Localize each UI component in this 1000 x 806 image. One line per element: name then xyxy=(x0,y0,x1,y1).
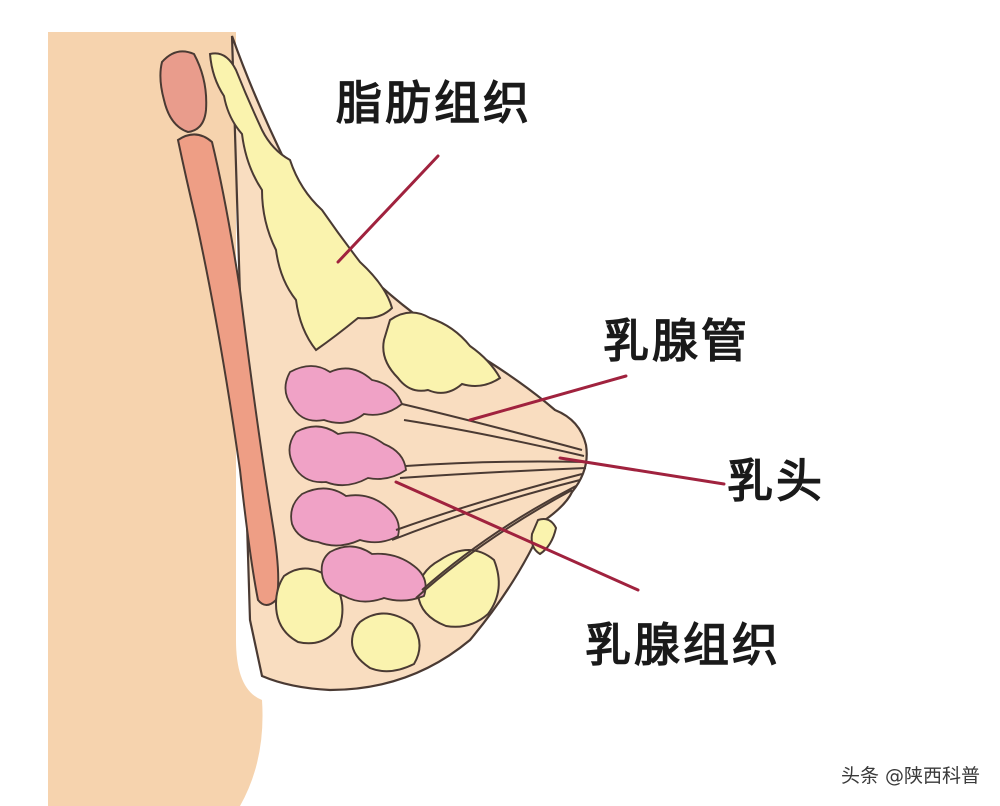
fat-lobe-mid xyxy=(382,311,502,394)
label-milk-duct: 乳腺管 xyxy=(603,314,750,368)
duct-3 xyxy=(405,460,587,467)
rib xyxy=(159,50,208,134)
gland-lobe-3 xyxy=(290,487,400,547)
duct-2 xyxy=(403,419,585,457)
leader-duct xyxy=(468,374,628,422)
duct-5 xyxy=(395,473,583,531)
fat-lobe-upper xyxy=(208,52,394,352)
torso-skin xyxy=(48,32,263,806)
duct-1 xyxy=(401,403,583,451)
milk-ducts xyxy=(391,403,587,599)
label-nipple: 乳头 xyxy=(727,454,825,508)
leader-fat xyxy=(336,154,440,264)
leader-gland xyxy=(394,480,640,592)
gland-lobe-4 xyxy=(320,545,427,603)
label-glandular-tissue: 乳腺组织 xyxy=(585,618,781,672)
watermark: 头条 @陕西科普 xyxy=(840,765,980,787)
duct-8 xyxy=(415,489,573,599)
duct-6 xyxy=(391,479,581,541)
duct-7 xyxy=(421,485,577,591)
gland-lobe-2 xyxy=(288,425,407,487)
leader-lines xyxy=(336,154,726,592)
glandular-tissue-group xyxy=(284,365,427,603)
label-fat-tissue: 脂肪组织 xyxy=(336,76,532,130)
leader-nipple xyxy=(558,456,726,486)
duct-4 xyxy=(399,467,587,479)
gland-lobe-1 xyxy=(284,365,404,424)
fat-lobe-lower-mid xyxy=(350,612,421,673)
